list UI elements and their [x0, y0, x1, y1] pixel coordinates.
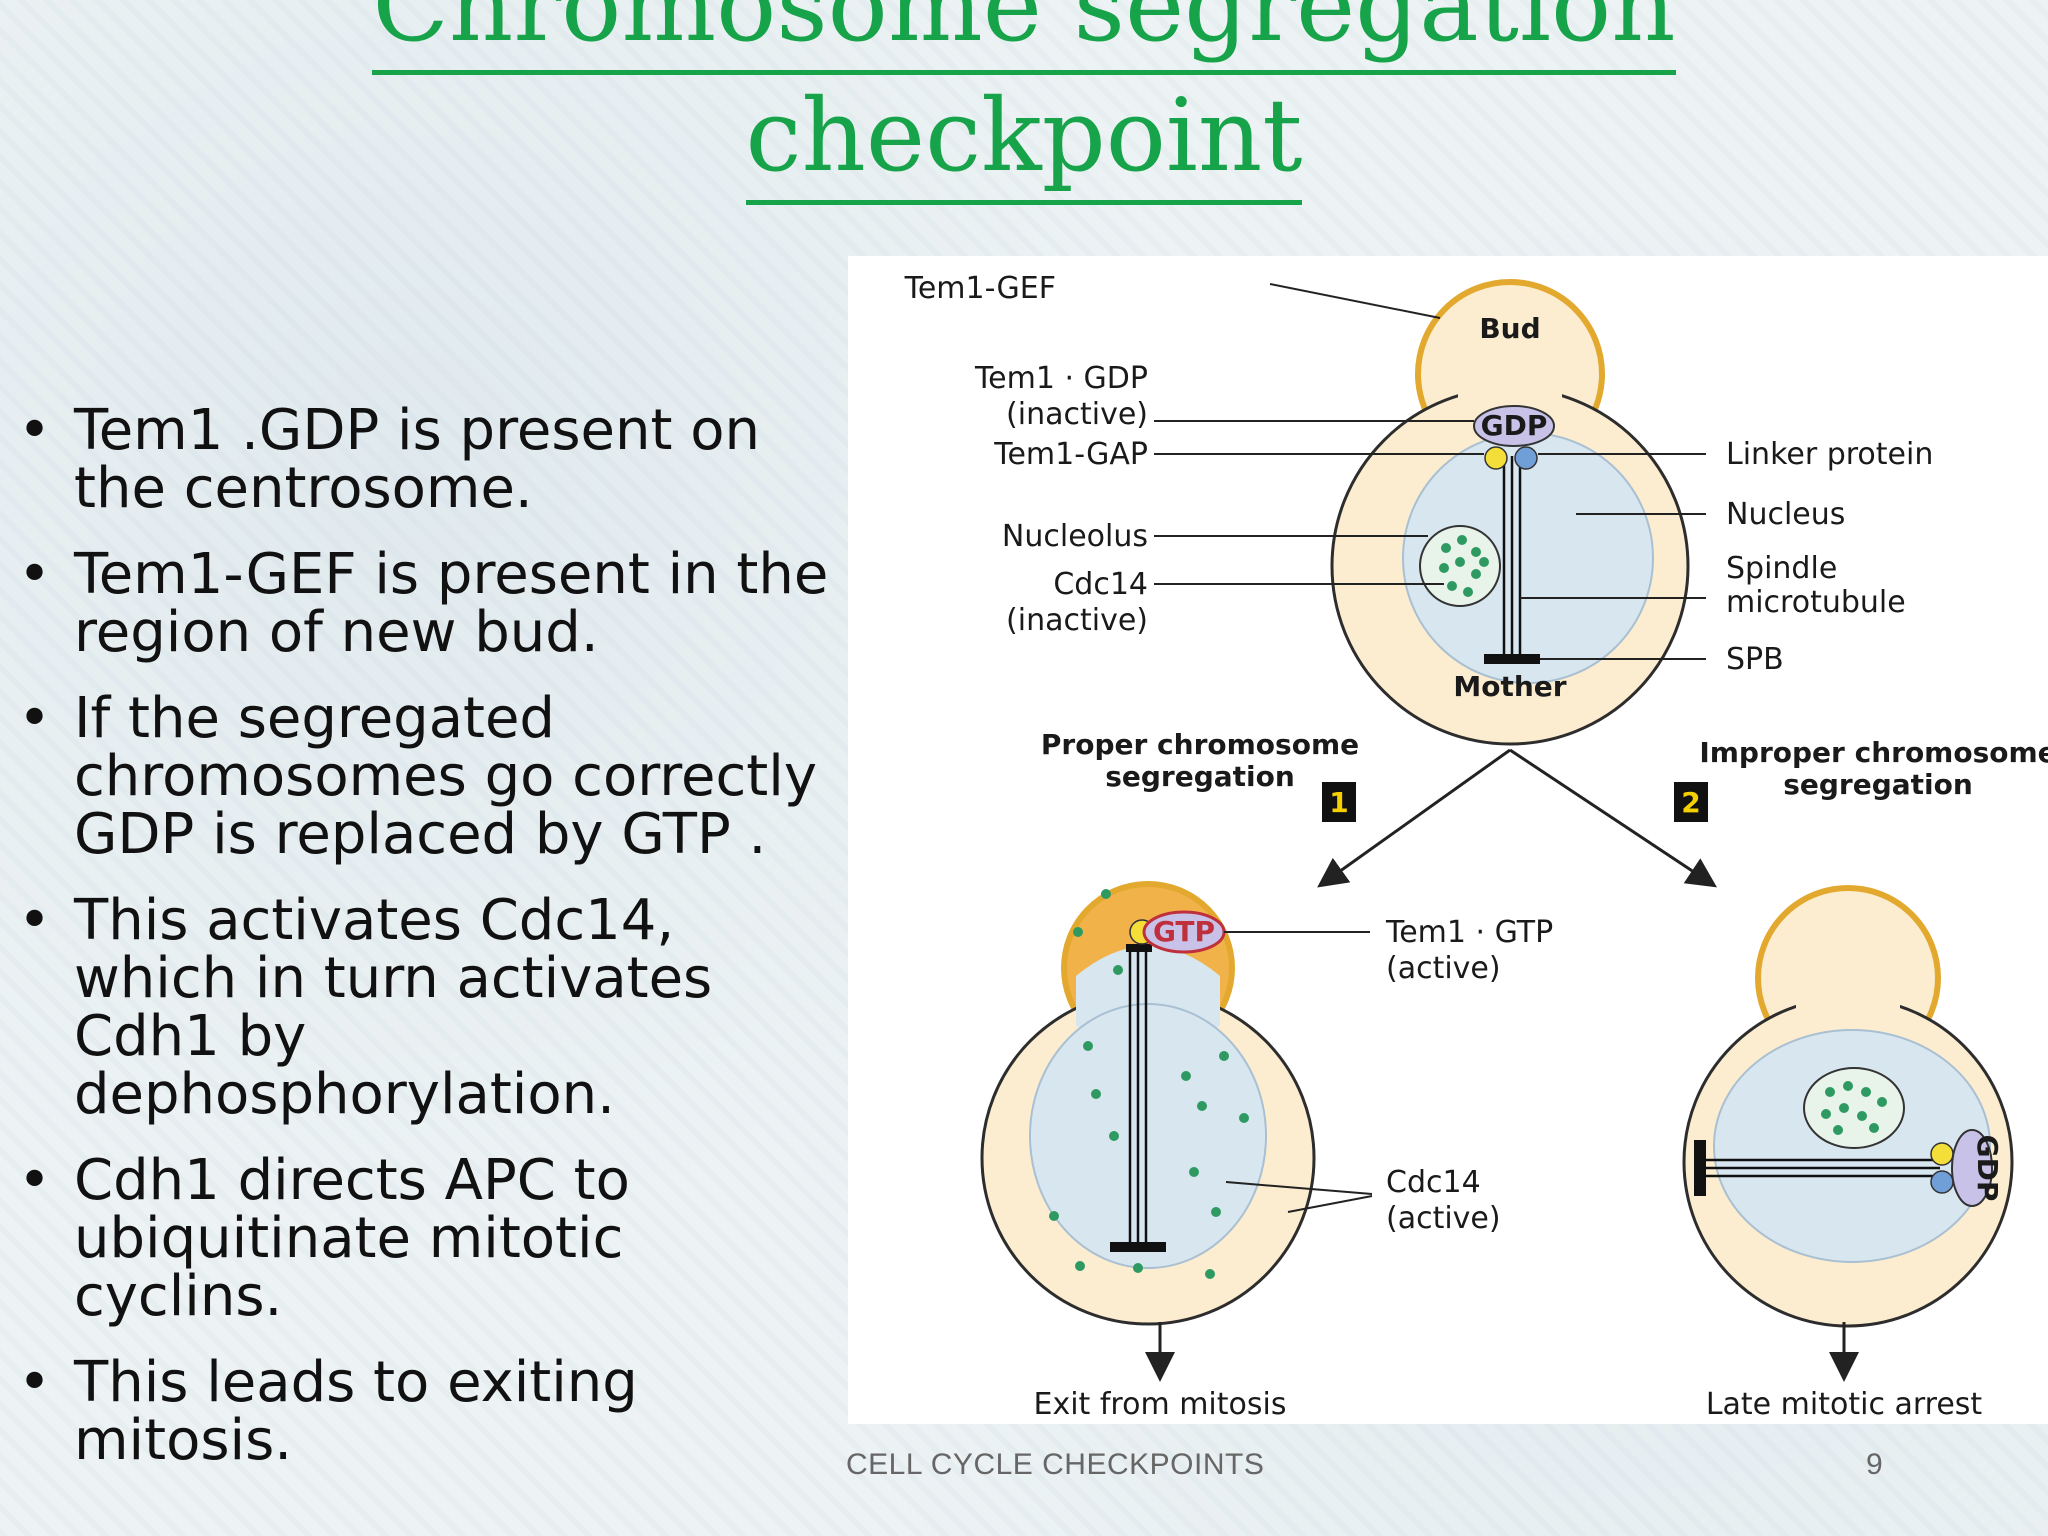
top-yeast-cell: GDP: [1330, 279, 1690, 746]
bullet-item: Tem1 .GDP is present on the centrosome.: [18, 402, 848, 518]
label-nucleus: Nucleus: [1726, 497, 1845, 532]
label-linker-protein: Linker protein: [1726, 437, 1933, 472]
bullet-list: Tem1 .GDP is present on the centrosome. …: [18, 402, 848, 1498]
label-mother: Mother: [1453, 670, 1566, 703]
label-tem1-gap: Tem1-GAP: [993, 437, 1148, 472]
page-number: 9: [1866, 1448, 1883, 1481]
checkpoint-diagram: GDP Tem1-GEF Bud Tem1 · GDP (inactive) T…: [848, 256, 2048, 1424]
label-bud: Bud: [1479, 312, 1540, 345]
bullet-item: Tem1-GEF is present in the region of new…: [18, 546, 848, 662]
label-cdc14-inactive: (inactive): [1006, 603, 1148, 638]
bullet-item: If the segregated chromosomes go correct…: [18, 690, 848, 864]
label-late-mitotic-arrest: Late mitotic arrest: [1706, 1387, 1983, 1422]
label-improper-1: Improper chromosome: [1699, 736, 2048, 769]
gdp-badge: GDP: [1481, 409, 1548, 442]
label-exit-from-mitosis: Exit from mitosis: [1034, 1387, 1287, 1422]
label-spb: SPB: [1726, 642, 1784, 677]
bullet-item: This leads to exiting mitosis.: [18, 1354, 848, 1470]
label-cdc14-active: Cdc14: [1386, 1165, 1481, 1200]
gtp-badge: GTP: [1153, 915, 1215, 948]
label-tem1-gdp: Tem1 · GDP: [974, 361, 1148, 396]
label-tem1-gtp: Tem1 · GTP: [1385, 915, 1553, 950]
label-cdc14: Cdc14: [1053, 567, 1148, 602]
slide-title-line-2: checkpoint: [0, 86, 2048, 205]
proper-segregation-cell: GTP: [980, 881, 1316, 1326]
label-improper-2: segregation: [1783, 768, 1973, 801]
label-nucleolus: Nucleolus: [1002, 519, 1148, 554]
gdp-badge-arrest: GDP: [1971, 1135, 2004, 1202]
slide-title-line-1: Chromosome segregation: [0, 0, 2048, 75]
improper-segregation-cell: GDP: [1682, 885, 2014, 1328]
label-tem1-gdp-inactive: (inactive): [1006, 397, 1148, 432]
label-tem1-gef: Tem1-GEF: [904, 271, 1056, 306]
label-microtubule: microtubule: [1726, 585, 1906, 620]
bullet-item: This activates Cdc14, which in turn acti…: [18, 892, 848, 1124]
step-1-badge: 1: [1329, 786, 1348, 819]
bullet-item: Cdh1 directs APC to ubiquitinate mitotic…: [18, 1152, 848, 1326]
label-proper-2: segregation: [1105, 760, 1295, 793]
step-2-badge: 2: [1681, 786, 1700, 819]
footer-title: CELL CYCLE CHECKPOINTS: [846, 1448, 1265, 1481]
label-proper-1: Proper chromosome: [1041, 728, 1359, 761]
label-cdc14-active-state: (active): [1386, 1201, 1501, 1236]
label-tem1-gtp-active: (active): [1386, 951, 1501, 986]
label-spindle: Spindle: [1726, 551, 1837, 586]
